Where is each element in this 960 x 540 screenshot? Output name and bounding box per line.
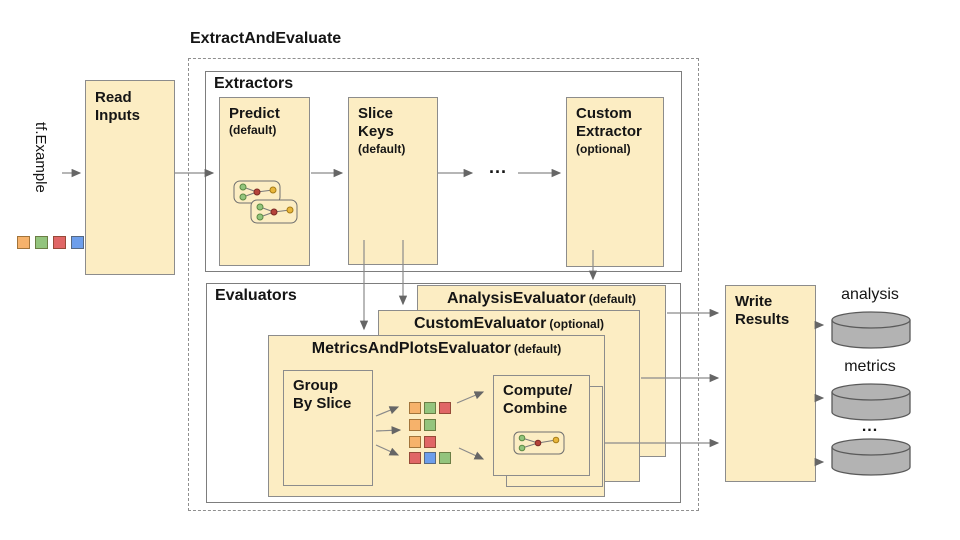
- slice-square-blue: [424, 452, 436, 464]
- legend-square-green: [35, 236, 48, 249]
- slice-square-green: [439, 452, 451, 464]
- read-inputs-label-line1: Read: [95, 89, 132, 106]
- compute-combine-label-line1: Compute/: [503, 382, 573, 399]
- slice-square-orange: [409, 402, 421, 414]
- slice-keys-extractor-box: Slice Keys (default): [348, 97, 438, 265]
- custom-extractor-box: Custom Extractor (optional): [566, 97, 664, 267]
- more-database-icon: [831, 438, 911, 476]
- combine-graph-icon: [513, 431, 565, 455]
- slice-square-green: [424, 419, 436, 431]
- legend-square-blue: [71, 236, 84, 249]
- legend-square-orange: [17, 236, 30, 249]
- group-by-slice-label-line2: By Slice: [293, 395, 352, 413]
- custom-extractor-label-line2: Extractor: [576, 123, 642, 141]
- compute-combine-box: Compute/ Combine: [493, 375, 590, 476]
- metrics-and-plots-evaluator-qualifier: (default): [513, 342, 562, 356]
- legend-square-red: [53, 236, 66, 249]
- slice-keys-qualifier: (default): [358, 141, 406, 156]
- analysis-evaluator-label: AnalysisEvaluator: [446, 290, 586, 307]
- analysis-database-icon: [831, 311, 911, 349]
- extract-and-evaluate-container: [188, 58, 699, 511]
- predict-qualifier: (default): [229, 123, 277, 138]
- read-inputs-label-line2: Inputs: [95, 107, 140, 125]
- model-graph-icon: [233, 180, 298, 224]
- read-inputs-box: Read Inputs: [85, 80, 175, 275]
- extractors-group-label: Extractors: [214, 75, 294, 92]
- custom-evaluator-qualifier: (optional): [549, 317, 605, 331]
- write-results-box: Write Results: [725, 285, 816, 482]
- extractors-ellipsis: ...: [488, 157, 507, 177]
- write-results-label-line1: Write: [735, 293, 773, 310]
- group-by-slice-label-line1: Group: [293, 377, 338, 394]
- outputs-ellipsis: ...: [861, 418, 879, 435]
- slice-keys-label-line2: Keys: [358, 123, 394, 141]
- input-label: tf.Example: [32, 122, 49, 193]
- write-results-label-line2: Results: [735, 311, 790, 329]
- evaluators-group-label: Evaluators: [215, 287, 297, 304]
- slice-square-red: [424, 436, 436, 448]
- pipeline-title: ExtractAndEvaluate: [190, 30, 342, 47]
- slice-square-red: [439, 402, 451, 414]
- metrics-output-label: metrics: [844, 358, 896, 375]
- slice-keys-label-line1: Slice: [358, 105, 394, 122]
- input-legend-squares: [17, 236, 89, 249]
- metrics-database-icon: [831, 383, 911, 421]
- group-by-slice-box: Group By Slice: [283, 370, 373, 486]
- slice-square-green: [424, 402, 436, 414]
- analysis-output-label: analysis: [841, 286, 899, 303]
- predict-label: Predict: [229, 105, 280, 122]
- analysis-evaluator-qualifier: (default): [588, 292, 637, 306]
- metrics-and-plots-evaluator-label: MetricsAndPlotsEvaluator: [311, 340, 511, 357]
- custom-extractor-label-line1: Custom: [576, 105, 632, 122]
- compute-combine-label-line2: Combine: [503, 400, 568, 418]
- slice-square-red: [409, 452, 421, 464]
- slice-square-orange: [409, 436, 421, 448]
- custom-extractor-qualifier: (optional): [576, 141, 631, 156]
- custom-evaluator-label: CustomEvaluator: [413, 315, 547, 332]
- slice-square-orange: [409, 419, 421, 431]
